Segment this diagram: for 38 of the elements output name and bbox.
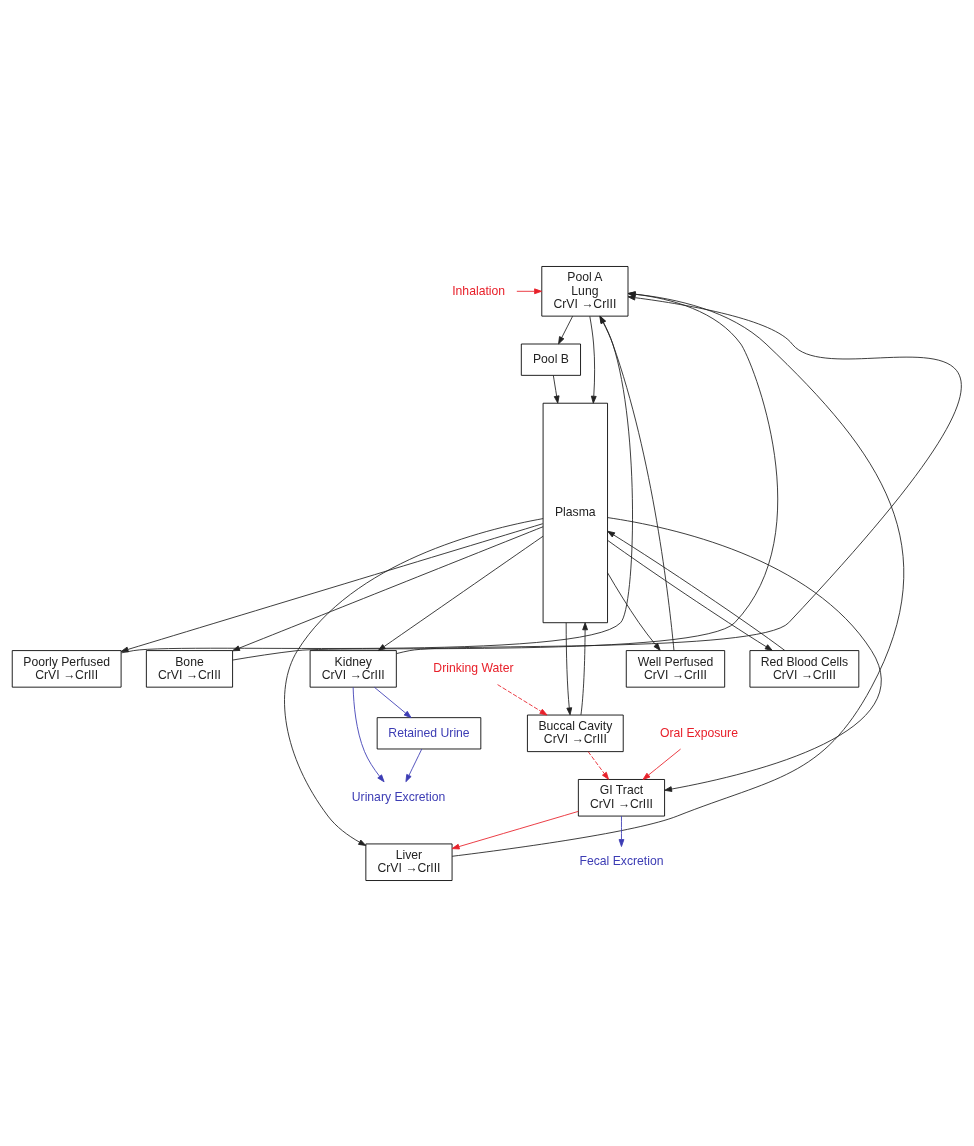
arrow: [373, 686, 412, 718]
arrow: [497, 683, 548, 715]
arrow: [232, 290, 778, 660]
arrow: [396, 294, 962, 654]
node-box: Plasma: [542, 402, 608, 623]
arrow: [599, 315, 675, 651]
arrow: [607, 516, 882, 792]
arrow: [580, 621, 588, 715]
arrow: [516, 287, 542, 294]
node-text: Urinary Excretion: [351, 789, 446, 804]
arrow: [352, 686, 385, 782]
node-box: GI Tract CrVI →CrIII: [577, 778, 666, 816]
node-box: Pool B: [520, 343, 581, 376]
node-box: Retained Urine: [376, 716, 482, 749]
arrow: [284, 517, 544, 846]
node-text: Drinking Water: [433, 660, 514, 675]
node-box: Well Perfused CrVI →CrIII: [625, 649, 726, 688]
node-text: Oral Exposure: [660, 725, 738, 740]
arrow: [642, 748, 682, 780]
arrow: [552, 374, 560, 404]
node-box: Bone CrVI →CrIII: [145, 649, 234, 688]
node-box: Buccal Cavity CrVI →CrIII: [526, 714, 624, 752]
arrow: [451, 290, 904, 857]
arrow: [587, 750, 609, 780]
arrow: [558, 315, 574, 344]
node-box: Kidney CrVI →CrIII: [309, 649, 397, 688]
arrow: [565, 621, 573, 715]
node-text: Inhalation: [452, 283, 506, 298]
arrow: [607, 571, 661, 651]
node-box: Pool A Lung CrVI →CrIII: [541, 265, 629, 317]
arrow: [405, 748, 423, 782]
arrow: [451, 810, 579, 849]
node-box: Liver CrVI →CrIII: [365, 843, 453, 881]
arrow: [618, 815, 625, 847]
node-text: Fecal Excretion: [579, 853, 664, 868]
arrow: [589, 315, 597, 404]
node-box: Poorly Perfused CrVI →CrIII: [11, 649, 122, 688]
node-box: Red Blood Cells CrVI →CrIII: [749, 649, 860, 688]
